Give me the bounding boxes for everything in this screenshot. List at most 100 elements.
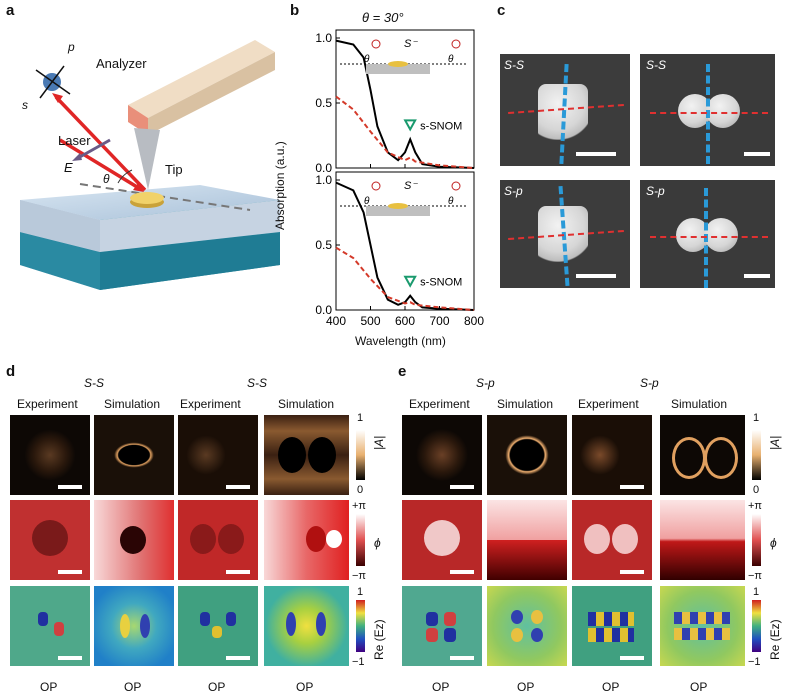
series-line-black	[335, 181, 475, 311]
d-col-label-2: Simulation	[104, 397, 161, 411]
x-tick-label: 700	[429, 314, 449, 328]
sem-image-2	[640, 54, 775, 166]
e-amp-sim-2	[660, 415, 745, 495]
e-amp-exp-1	[402, 415, 482, 495]
d-amp-cbar-label: |A|	[372, 435, 386, 450]
e-rez-exp-1	[402, 586, 482, 666]
d-rez-exp-2	[178, 586, 258, 666]
d-amp-exp-1	[10, 415, 90, 495]
e-amp-cbar-min: 0	[753, 484, 760, 496]
e-phase-sim-1	[487, 500, 567, 580]
sem-label-3: S-p	[504, 184, 523, 198]
e-amp-colorbar	[752, 430, 761, 480]
inset-detector-icon	[451, 39, 461, 49]
plot-frame	[335, 171, 475, 311]
inset-sample	[388, 61, 408, 67]
d-amp-exp-2	[178, 415, 258, 495]
d-amp-sim-1	[94, 415, 174, 495]
inset-detector-icon	[451, 181, 461, 191]
d-col-label-3: Experiment	[180, 397, 241, 411]
panel-label-c: c	[497, 2, 506, 19]
setup-schematic	[20, 40, 280, 290]
y-tick-label: 1.0	[315, 31, 332, 45]
e-rez-sim-1	[487, 586, 567, 666]
series-line-red	[335, 246, 475, 311]
panel-label-a: a	[6, 2, 15, 19]
d-amp-sim-2	[264, 415, 349, 495]
p-label: p	[68, 40, 75, 54]
e-phase-exp-2	[572, 500, 652, 580]
inset-label: S⁻	[404, 38, 418, 50]
d-group-label-1: S-S	[84, 376, 105, 390]
e-amp-sim-1	[487, 415, 567, 495]
panel-label-e: e	[398, 363, 407, 380]
e-phase-cbar-max: +π	[748, 500, 763, 512]
d-phase-cbar-label: ϕ	[374, 536, 381, 550]
analyzer-label: Analyzer	[96, 56, 147, 71]
e-rez-exp-2	[572, 586, 652, 666]
d-group-label-2: S-S	[247, 376, 268, 390]
panel-label-d: d	[6, 363, 16, 380]
sem-label-4: S-p	[646, 184, 665, 198]
series-line-black	[335, 39, 475, 169]
e-group-label-2: S-p	[640, 376, 659, 390]
e-rez-cbar-min: −1	[748, 656, 761, 668]
s-label: s	[22, 98, 28, 112]
series-line-red	[335, 95, 475, 169]
e-op-label-1: OP	[432, 680, 450, 694]
theta-label: θ	[103, 172, 110, 186]
d-rez-cbar-max: 1	[357, 586, 364, 598]
legend-label: s-SNOM	[420, 120, 462, 132]
inset-sample	[388, 203, 408, 209]
e-phase-sim-2	[660, 500, 745, 580]
sem-label-2: S-S	[646, 58, 667, 72]
d-rez-exp-1	[10, 586, 90, 666]
e-phase-cbar-label: ϕ	[770, 536, 777, 550]
d-phase-cbar-min: −π	[352, 570, 367, 582]
laser-label: Laser	[58, 133, 91, 148]
e-phase-cbar-min: −π	[748, 570, 763, 582]
d-op-label-1: OP	[40, 680, 58, 694]
e-amp-exp-2	[572, 415, 652, 495]
inset-source-icon	[371, 181, 381, 191]
sem-image-4	[640, 180, 775, 288]
x-tick-label: 400	[326, 314, 346, 328]
d-rez-sim-1	[94, 586, 174, 666]
panel-label-b: b	[290, 2, 300, 19]
inset-substrate	[366, 206, 430, 216]
inset-source-icon	[371, 39, 381, 49]
d-phase-sim-1	[94, 500, 174, 580]
inset-theta: θ	[364, 54, 370, 65]
d-rez-cbar-label: Re (Ez)	[372, 619, 386, 660]
inset-theta: θ	[448, 196, 454, 207]
ssnom-marker	[403, 119, 417, 132]
e-rez-cbar-label: Re (Ez)	[768, 619, 782, 660]
probe-tip	[134, 128, 160, 190]
legend-label: s-SNOM	[420, 277, 462, 289]
d-amp-colorbar	[356, 430, 365, 480]
y-tick-label: 0.5	[315, 96, 332, 110]
d-phase-exp-2	[178, 500, 258, 580]
y-axis-label: Absorption (a.u.)	[273, 141, 287, 230]
d-amp-cbar-min: 0	[357, 484, 364, 496]
d-phase-exp-1	[10, 500, 90, 580]
d-amp-cbar-max: 1	[357, 412, 364, 424]
y-tick-label: 0.5	[315, 238, 332, 252]
e-col-label-2: Simulation	[497, 397, 554, 411]
tip-label: Tip	[165, 162, 183, 177]
e-group-label-1: S-p	[476, 376, 495, 390]
d-col-label-1: Experiment	[17, 397, 78, 411]
e-field-label: E	[64, 160, 73, 175]
e-col-label-4: Simulation	[671, 397, 728, 411]
x-tick-label: 500	[360, 314, 380, 328]
e-rez-colorbar	[752, 600, 761, 652]
d-phase-cbar-max: +π	[352, 500, 367, 512]
plot-frame	[335, 29, 475, 169]
e-phase-colorbar	[752, 514, 761, 566]
d-rez-sim-2	[264, 586, 349, 666]
x-tick-label: 800	[464, 314, 484, 328]
e-amp-cbar-max: 1	[753, 412, 760, 424]
x-axis-label: Wavelength (nm)	[355, 334, 446, 348]
inset-theta: θ	[448, 54, 454, 65]
